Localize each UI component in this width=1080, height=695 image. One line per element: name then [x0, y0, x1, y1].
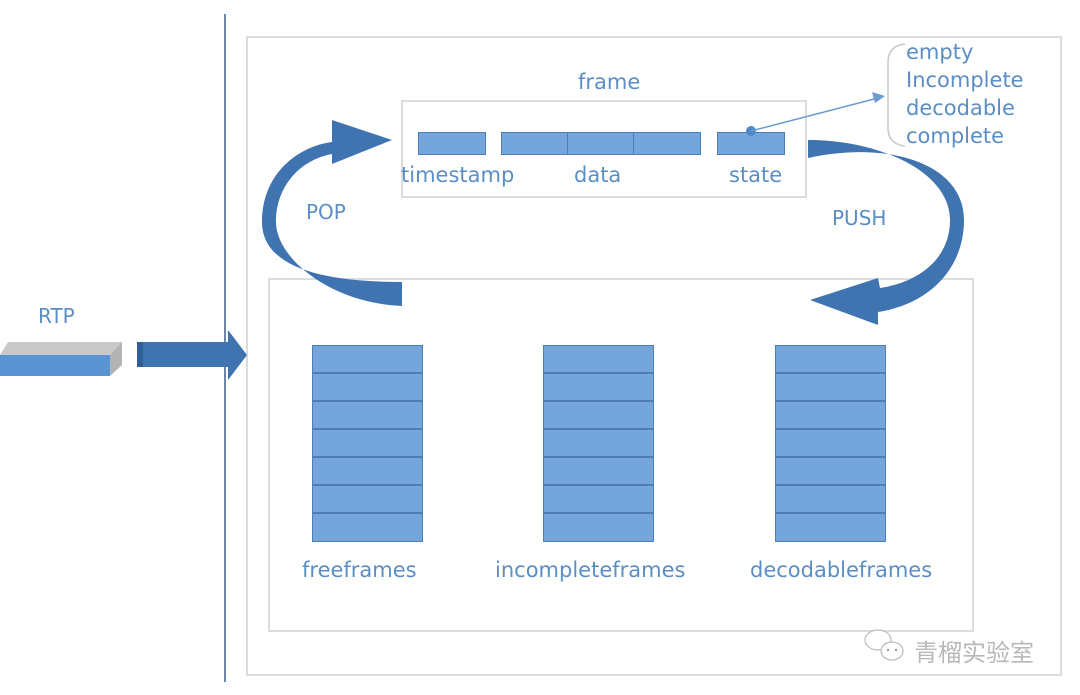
queue-slot: [313, 486, 422, 514]
decodableframes-queue: [775, 345, 886, 542]
queue-slot: [544, 346, 653, 374]
rtp-packet-top: [0, 342, 122, 355]
queue-slot: [776, 402, 885, 430]
queue-slot: [544, 402, 653, 430]
rtp-packet-side: [110, 342, 122, 376]
data-field-3: [633, 132, 701, 155]
queue-slot: [544, 486, 653, 514]
rtp-packet-front: [0, 355, 110, 376]
data-label: data: [574, 163, 622, 187]
queue-slot: [544, 430, 653, 458]
push-label: PUSH: [832, 206, 887, 230]
queue-slot: [544, 458, 653, 486]
rtp-label: RTP: [38, 304, 75, 328]
freeframes-queue: [312, 345, 423, 542]
queue-slot: [776, 374, 885, 402]
decodableframes-label: decodableframes: [750, 558, 933, 582]
incompleteframes-queue: [543, 345, 654, 542]
frame-title: frame: [578, 70, 641, 94]
state-value-incomplete: Incomplete: [906, 68, 1024, 92]
queue-slot: [313, 458, 422, 486]
state-label: state: [729, 163, 783, 187]
state-value-decodable: decodable: [906, 96, 1015, 120]
frame-queues-container: [268, 278, 974, 632]
state-values-list: empty Incomplete decodable complete: [906, 38, 1024, 150]
queue-slot: [313, 402, 422, 430]
timestamp-label: timestamp: [401, 163, 515, 187]
jitter-buffer-container: [246, 36, 1062, 676]
arrow-head-icon: [872, 92, 885, 103]
curved-arrow-down-icon: [808, 140, 964, 325]
incompleteframes-label: incompleteframes: [495, 558, 686, 582]
watermark-text: 青榴实验室: [914, 639, 1034, 667]
queue-slot: [313, 430, 422, 458]
arrow-right-icon: [143, 330, 247, 380]
state-value-empty: empty: [906, 40, 974, 64]
brace-icon: [887, 43, 906, 147]
queue-slot: [776, 430, 885, 458]
queue-slot: [776, 486, 885, 514]
curved-arrow-up-icon: [262, 120, 402, 306]
state-pointer-line: [750, 97, 879, 132]
pop-label: POP: [306, 200, 346, 224]
timestamp-field: [418, 132, 486, 155]
queue-slot: [776, 458, 885, 486]
freeframes-label: freeframes: [302, 558, 417, 582]
queue-slot: [776, 346, 885, 374]
state-value-complete: complete: [906, 124, 1005, 148]
queue-slot: [544, 374, 653, 402]
queue-slot: [313, 346, 422, 374]
queue-slot: [313, 374, 422, 402]
arrow-tail-notch: [137, 342, 143, 367]
